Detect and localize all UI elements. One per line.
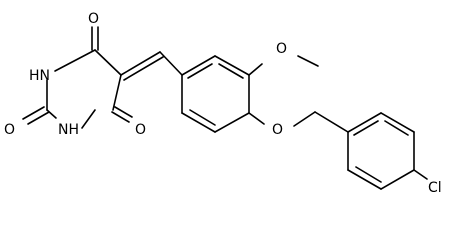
bond-c6-c5 [112, 74, 122, 111]
ring1-double-2 [189, 109, 216, 126]
bond-c6-o-b [114, 106, 133, 118]
atom-o-ether: O [272, 122, 283, 138]
bond-o-methyl [297, 55, 319, 67]
bond-c5-c4 [94, 49, 122, 76]
bond-ring-o-ether [248, 112, 265, 125]
methylidene-linker [120, 51, 183, 81]
ring2-double-2 [355, 166, 382, 183]
ring2-bond-5 [347, 169, 382, 190]
chemical-structure: O HN O NH O O O Cl [4, 11, 442, 196]
bond-ring-cl [413, 169, 428, 180]
atom-o-bottom: O [135, 122, 146, 138]
ring2-double-1 [384, 120, 409, 136]
methoxy-group [248, 55, 319, 76]
atom-o-top: O [88, 11, 99, 27]
bond-ring-o-methoxy [248, 63, 263, 76]
bond-c4-n3 [54, 49, 96, 72]
pyrimidinetrione-ring [22, 26, 133, 129]
vanillyl-benzene-ring [181, 55, 250, 133]
ring1-bond-4 [214, 112, 250, 133]
chlorophenyl-ring [347, 112, 428, 190]
atom-o-left: O [4, 122, 15, 138]
ring2-bond-4 [380, 169, 415, 190]
bond-c5-ch-a [120, 51, 161, 76]
bond-c6-o-a [111, 111, 130, 123]
ring1-double-3 [187, 63, 213, 79]
bond-c2-o-a [22, 106, 45, 120]
atom-hn-top: HN [29, 68, 50, 84]
ring2-bond-1 [347, 112, 382, 133]
atom-labels: O HN O NH O O O Cl [4, 11, 442, 196]
bond-c5-ch-b [123, 56, 164, 81]
ring1-bond-5 [181, 112, 216, 133]
ring2-double-3 [353, 120, 379, 136]
ring1-double-1 [218, 63, 244, 79]
bond-c2-o-b [27, 111, 50, 125]
bond-n1-c6 [81, 109, 96, 129]
ring1-bond-2 [214, 55, 250, 76]
ring1-bond-1 [181, 55, 216, 76]
bond-ch2-ring [314, 111, 349, 133]
atom-o-methoxy: O [276, 41, 287, 57]
atom-cl: Cl [428, 180, 442, 196]
benzyl-ether-linker [248, 111, 349, 133]
bond-ch-ring [159, 51, 183, 76]
ring2-bond-2 [380, 112, 415, 133]
bond-c2-n1 [46, 109, 57, 119]
bond-o-ch2 [293, 111, 316, 127]
atom-nh-bottom: NH [58, 122, 79, 138]
